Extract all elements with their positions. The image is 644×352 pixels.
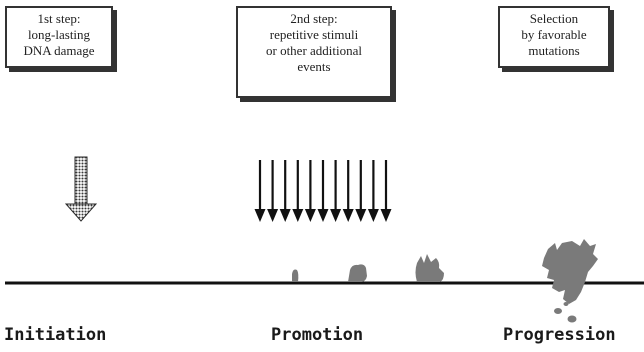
promotion-arrow-icon	[342, 160, 354, 222]
promotion-arrow-icon	[330, 160, 342, 222]
promotion-arrow-icon	[292, 160, 304, 222]
step-2-line-2: repetitive stimuli	[269, 27, 359, 42]
lesion-large-icon	[415, 254, 444, 282]
step-2-box: 2nd step: repetitive stimuli or other ad…	[236, 6, 392, 98]
promotion-arrow-icon	[267, 160, 279, 222]
stage-label-promotion: Promotion	[271, 325, 364, 345]
lesion-medium-icon	[348, 264, 367, 282]
promotion-arrows	[254, 160, 392, 222]
selection-box: Selection by favorable mutations	[498, 6, 610, 68]
step-1-line-3: DNA damage	[23, 43, 95, 58]
step-2-line-1: 2nd step:	[290, 11, 338, 26]
step-1-box: 1st step: long-lasting DNA damage	[5, 6, 113, 68]
promotion-arrow-icon	[380, 160, 392, 222]
lesion-small-icon	[292, 269, 299, 282]
step-1-line-1: 1st step:	[37, 11, 81, 26]
selection-line-2: by favorable	[521, 27, 587, 42]
step-1-line-2: long-lasting	[27, 27, 91, 42]
stage-label-progression: Progression	[503, 325, 616, 345]
promotion-arrow-icon	[279, 160, 291, 222]
promotion-arrow-icon	[317, 160, 329, 222]
promotion-arrow-icon	[355, 160, 367, 222]
step-2-line-4: events	[297, 59, 331, 74]
step-2-line-3: or other additional	[265, 43, 363, 58]
promotion-arrow-icon	[367, 160, 379, 222]
promotion-arrow-icon	[304, 160, 316, 222]
promotion-arrow-icon	[254, 160, 266, 222]
tumor-invasive-icon	[542, 239, 598, 323]
initiation-arrow-icon	[64, 156, 98, 222]
selection-line-1: Selection	[529, 11, 579, 26]
selection-line-3: mutations	[528, 43, 580, 58]
stage-label-initiation: Initiation	[4, 325, 107, 345]
